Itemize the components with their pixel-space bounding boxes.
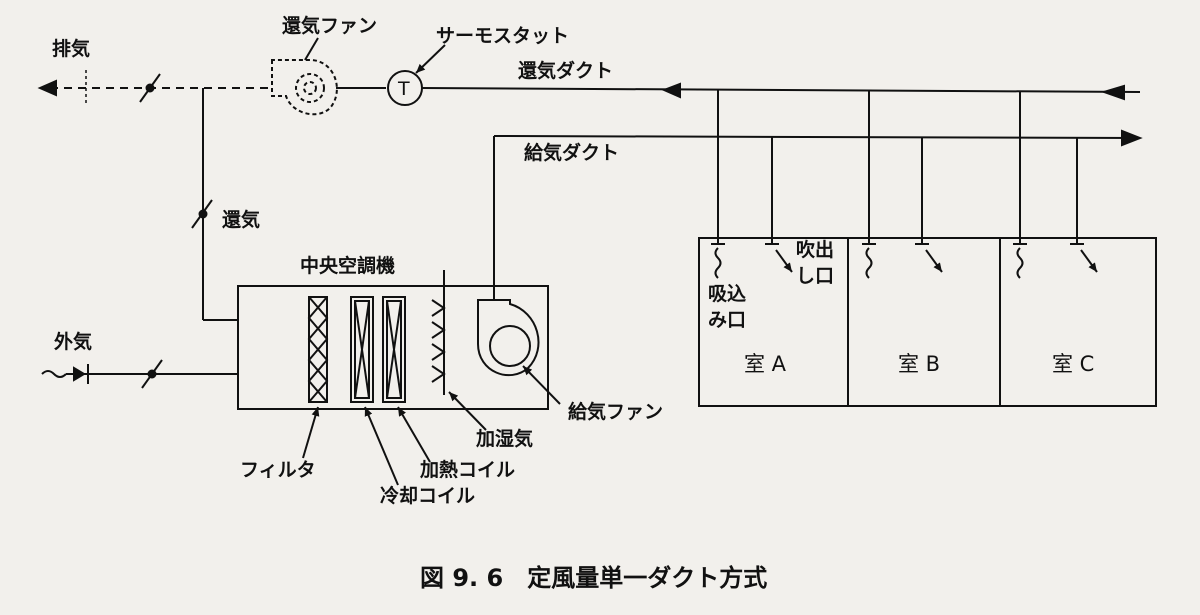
heating-coil-element — [382, 296, 406, 403]
filter-label: フィルタ — [240, 459, 316, 481]
room-area — [698, 237, 1157, 407]
supply-duct-label: 給気ダクト — [524, 141, 619, 164]
room-b-label: 室 B — [898, 352, 940, 376]
outside-air-label: 外気 — [54, 330, 92, 353]
return-duct-label: 還気ダクト — [518, 59, 613, 82]
intake-label-1: 吸込 — [708, 283, 746, 305]
intake-label-2: み口 — [708, 309, 746, 331]
supply-fan-label: 給気ファン — [568, 400, 663, 423]
heating-coil-label: 加熱コイル — [419, 458, 515, 481]
return-branches — [711, 89, 1027, 279]
outlet-label-2: し口 — [796, 265, 834, 287]
return-duct — [421, 87, 1141, 93]
cooling-coil-element — [350, 296, 374, 403]
return-fan-label: 還気ファン — [282, 14, 377, 37]
supply-branches — [765, 137, 1098, 273]
exhaust-arrow — [37, 79, 57, 97]
thermostat-t: T — [397, 78, 410, 100]
humidifier-element — [431, 270, 446, 395]
outside-air-inlet — [41, 370, 67, 378]
room-c-label: 室 C — [1052, 352, 1094, 376]
outlet-label-1: 吹出 — [796, 238, 834, 261]
filter-element — [307, 296, 329, 403]
central-ahu-box — [237, 285, 549, 410]
return-air-label: 還気 — [222, 208, 260, 231]
supply-fan — [477, 299, 540, 377]
central-ahu-label: 中央空調機 — [300, 254, 395, 277]
humidifier-label: 加湿気 — [475, 427, 533, 450]
figure-caption: 図 9. 6 定風量単一ダクト方式 — [420, 564, 767, 592]
exhaust-label: 排気 — [52, 37, 90, 60]
thermostat-label: サーモスタット — [436, 25, 569, 47]
cooling-coil-label: 冷却コイル — [380, 484, 475, 507]
return-fan — [271, 59, 338, 116]
supply-duct — [493, 135, 1141, 139]
room-a-label: 室 A — [744, 352, 787, 376]
